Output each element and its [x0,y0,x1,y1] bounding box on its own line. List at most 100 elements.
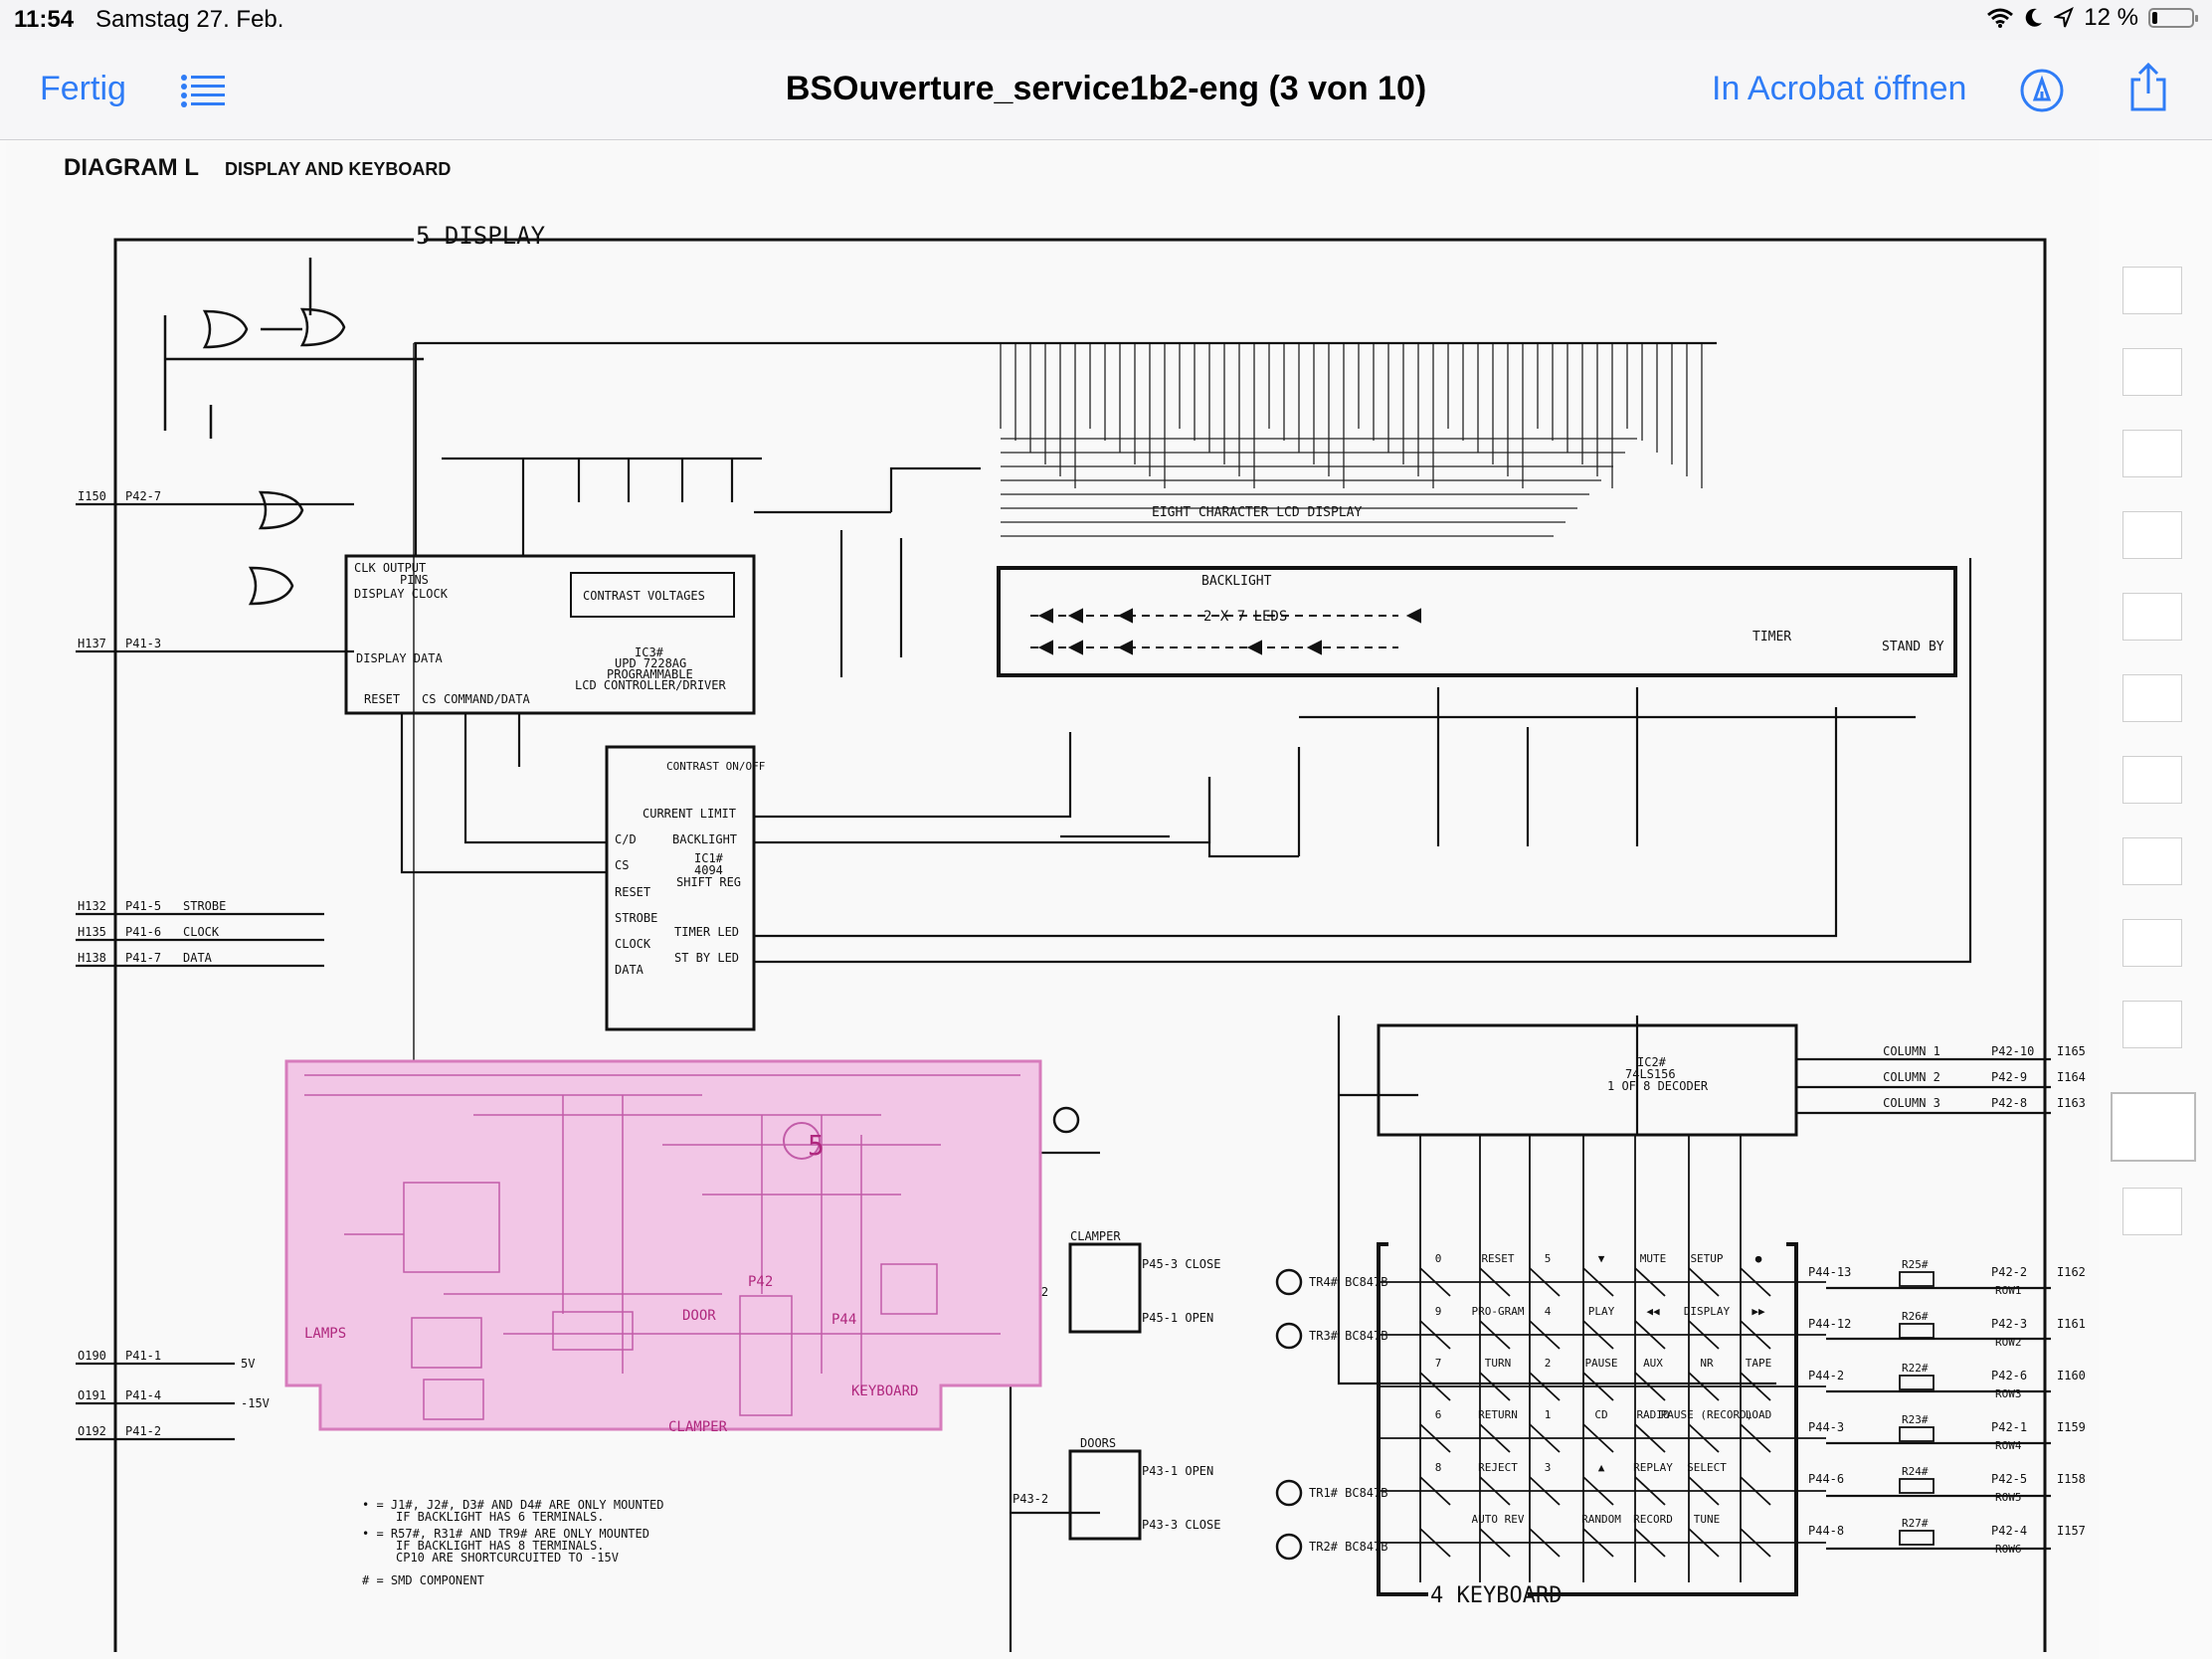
row-name: ROW4 [1995,1439,2022,1452]
row-left-pin: P44-12 [1808,1317,1851,1331]
input-signal: STROBE [183,899,226,913]
list-icon[interactable] [181,74,225,107]
section-keyboard-label: 4 KEYBOARD [1430,1583,1562,1608]
key-label: 4 [1545,1305,1552,1318]
footnote-line: CP10 ARE SHORTCURCUITED TO -15V [396,1551,619,1565]
column-label: COLUMN 3 [1883,1096,1940,1110]
ic3-dispclock-label: DISPLAY CLOCK [354,587,449,601]
page-thumbnail[interactable] [2122,267,2182,314]
page-thumbnail[interactable] [2122,1188,2182,1235]
ic1-pin-reset: RESET [615,885,650,899]
key-label: REPLAY [1633,1461,1673,1474]
page-thumbnail[interactable] [2122,593,2182,641]
row-resistor-label: R25# [1902,1258,1929,1271]
key-label: 1 [1545,1408,1552,1421]
column-label: COLUMN 1 [1883,1044,1940,1058]
key-label: SETUP [1690,1252,1723,1265]
status-icons: 12 % [1986,4,2198,32]
diagram-subheading: DISPLAY AND KEYBOARD [225,159,451,179]
doors-label: DOORS [1080,1436,1116,1450]
row-resistor [1899,1426,1935,1442]
timer-label: TIMER [1752,630,1791,645]
nor-gates [163,258,424,606]
key-label: RECORD [1633,1513,1673,1526]
row-id: I160 [2057,1369,2086,1382]
input-signal: 5V [241,1357,255,1371]
document-title: BSOuverture_service1b2-eng (3 von 10) [785,70,1427,107]
ic3-cs-label: CS [422,692,436,706]
row-resistor [1899,1323,1935,1339]
column-pin: P42-8 [1991,1096,2027,1110]
column-id: I164 [2057,1070,2086,1084]
ic3-desc2: LCD CONTROLLER/DRIVER [575,678,726,692]
page-thumbnail[interactable] [2122,1001,2182,1048]
backlight-box [997,566,1957,677]
battery-percent: 12 % [2084,4,2138,31]
row-left-pin: P44-6 [1808,1472,1844,1486]
page-thumbnail[interactable] [2122,430,2182,477]
key-label: ▶▶ [1751,1305,1765,1318]
input-pin: P41-7 [125,951,161,965]
keyboard-rows: P44-13R25#P42-2ROW1I162P44-12R26#P42-3RO… [1808,1258,2086,1556]
markup-pen-icon[interactable] [2019,68,2065,113]
ic3-clk-label: CLK OUTPUT [354,561,426,575]
key-label: 3 [1545,1461,1552,1474]
row-resistor [1899,1375,1935,1390]
pcb-label: LAMPS [304,1326,346,1342]
ic1-pin-contrast: CONTRAST ON/OFF [666,760,765,773]
pcb-layout [284,1059,1042,1431]
page-thumbnail[interactable] [2111,1092,2196,1162]
page-thumbnail[interactable] [2122,837,2182,885]
wiring [400,341,2051,1652]
location-icon [2054,7,2075,28]
input-pin: P41-5 [125,899,161,913]
key-label: REJECT [1478,1461,1518,1474]
doors-open: P43-1 OPEN [1142,1464,1213,1478]
row-id: I159 [2057,1420,2086,1434]
row-resistor-label: R22# [1902,1362,1929,1375]
row-left-pin: P44-3 [1808,1420,1844,1434]
key-label: LOAD [1746,1408,1772,1421]
row-resistor-label: R24# [1902,1465,1929,1478]
row-name: ROW2 [1995,1336,2022,1349]
footnote-line: IF BACKLIGHT HAS 6 TERMINALS. [396,1510,605,1524]
key-label: ▲ [1598,1461,1605,1474]
open-in-acrobat-button[interactable]: In Acrobat öffnen [1712,70,1967,107]
share-icon[interactable] [2128,62,2168,113]
key-label: DISPLAY [1684,1305,1731,1318]
pcb-label: CLAMPER [668,1419,728,1435]
input-signal: -15V [241,1396,270,1410]
page-thumbnail[interactable] [2122,756,2182,804]
doors-pin: P43-2 [1013,1492,1048,1506]
page-thumbnail[interactable] [2122,674,2182,722]
input-id: H132 [78,899,106,913]
done-button[interactable]: Fertig [40,70,126,107]
page-thumbnail[interactable] [2122,919,2182,967]
column-pin: P42-10 [1991,1044,2034,1058]
key-label: ▼ [1598,1252,1605,1265]
key-label: CD [1594,1408,1607,1421]
pcb-label: DOOR [682,1308,716,1324]
pcb-label: P42 [748,1274,773,1290]
ic3-cmd-label: COMMAND/DATA [444,692,530,706]
key-label: RANDOM [1581,1513,1621,1526]
ic1-part: 4094 [694,863,723,877]
clamper-tr-b: TR3# BC847B [1309,1329,1387,1343]
clamper-open: P45-1 OPEN [1142,1311,1213,1325]
ic3-desc1: PROGRAMMABLE [607,667,693,681]
page-thumbnail[interactable] [2122,511,2182,559]
key-label: TUNE [1694,1513,1721,1526]
ic2-desc: 1 OF 8 DECODER [1607,1079,1709,1093]
pdf-viewer[interactable]: DIAGRAM L DISPLAY AND KEYBOARD 5 DISPLAY… [0,140,2212,1659]
key-label: PAUSE (RECORD) [1661,1408,1753,1421]
key-label: PRO-GRAM [1472,1305,1525,1318]
column-pin: P42-9 [1991,1070,2027,1084]
page-thumbnail[interactable] [2122,348,2182,396]
column-label: COLUMN 2 [1883,1070,1940,1084]
key-label: TURN [1485,1357,1512,1370]
key-label: 6 [1435,1408,1442,1421]
key-label: RADIO [1636,1408,1669,1421]
pdf-page[interactable]: DIAGRAM L DISPLAY AND KEYBOARD 5 DISPLAY… [6,140,2099,1659]
